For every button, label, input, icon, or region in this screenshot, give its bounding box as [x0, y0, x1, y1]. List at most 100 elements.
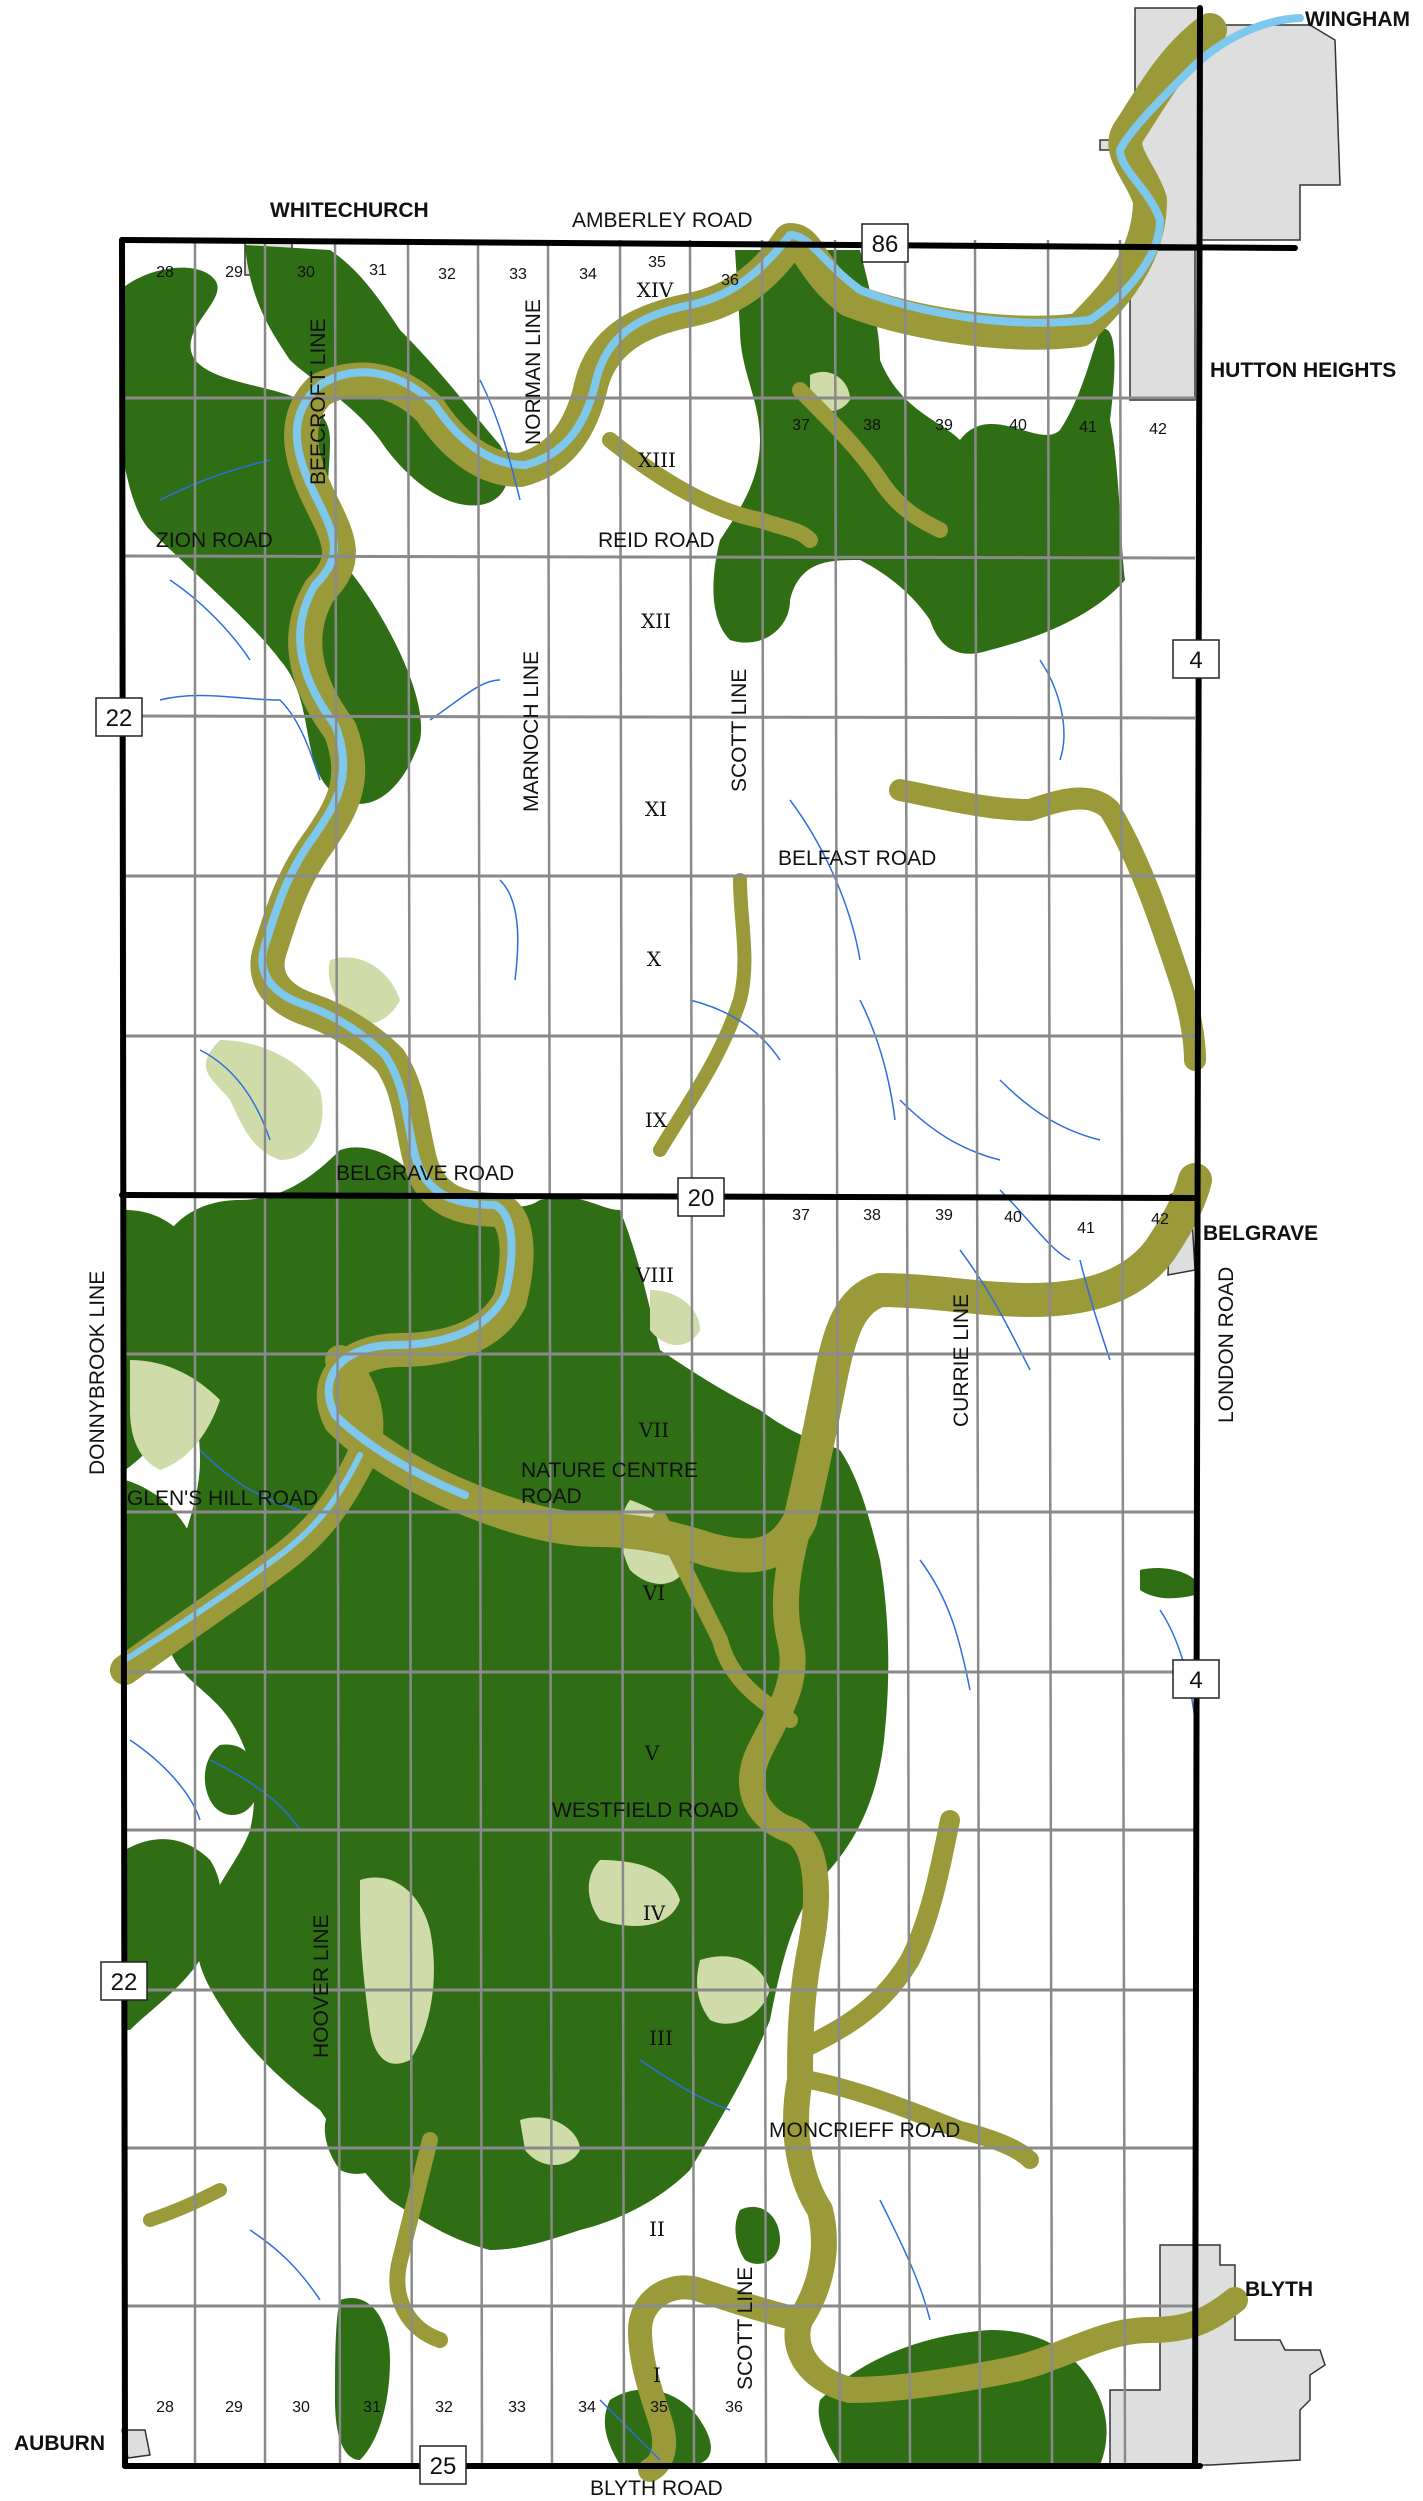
- road-currie: CURRIE LINE: [950, 1294, 973, 1427]
- concession-ix: IX: [645, 1108, 668, 1132]
- shield-25: [419, 2445, 467, 2485]
- river-west-branch: [122, 1452, 363, 1663]
- road-belfast: BELFAST ROAD: [778, 847, 936, 870]
- road-zion: ZION ROAD: [156, 529, 273, 552]
- road-reid: REID ROAD: [598, 529, 715, 552]
- road-blyth: BLYTH ROAD: [590, 2477, 723, 2500]
- concession-iv: IV: [643, 1901, 666, 1925]
- concession-xi: XI: [645, 797, 667, 821]
- lot-number: 33: [508, 2399, 526, 2416]
- stream: [199, 1449, 301, 1511]
- shield-20: [677, 1177, 725, 1217]
- concession-xii: XII: [641, 609, 671, 633]
- shield-4-south-label: 4: [1189, 1667, 1202, 1694]
- road-donnybrook: DONNYBROOK LINE: [86, 1271, 109, 1475]
- valley-belfast: [889, 779, 1206, 1071]
- meadow-central-2: [360, 1877, 434, 2064]
- lot-number: 39: [935, 417, 953, 434]
- lot-number: 31: [369, 262, 387, 279]
- highways: [119, 5, 1298, 2469]
- valley-west-branch: [110, 1345, 384, 1685]
- stream: [999, 1079, 1101, 1141]
- concession-numerals: XIV XIII XII XI X IX VIII VII VI V IV II…: [635, 278, 676, 2387]
- lot-number: 38: [863, 417, 881, 434]
- stream: [789, 799, 861, 961]
- highway-amberley: [119, 237, 1298, 251]
- shield-86-label: 86: [872, 231, 899, 258]
- place-belgrave: BELGRAVE: [1203, 1222, 1318, 1245]
- shield-4-south: [1172, 1659, 1220, 1699]
- forest-hoover: [324, 2107, 390, 2174]
- valley-south-west-creek: [389, 2132, 448, 2348]
- lot-number: 40: [1004, 1209, 1022, 1226]
- lot-number: 29: [225, 264, 243, 281]
- road-scott-north: SCOTT LINE: [728, 669, 751, 792]
- valley-southcentral-spur: [652, 1512, 798, 1728]
- stream: [919, 1559, 971, 1691]
- lot-line: [760, 239, 768, 2466]
- lot-number: 38: [863, 1207, 881, 1224]
- lot-line: [618, 239, 626, 2466]
- lot-number: 39: [935, 1207, 953, 1224]
- road-norman: NORMAN LINE: [522, 299, 545, 445]
- forest-east-small: [1140, 1568, 1195, 1599]
- forest-south-strip: [335, 2298, 390, 2460]
- concession-road: [122, 714, 1196, 720]
- stream: [1079, 1259, 1111, 1361]
- valley-scott-creek: [653, 873, 752, 1157]
- place-wingham: WINGHAM: [1305, 8, 1410, 31]
- place-whitechurch: WHITECHURCH: [270, 199, 429, 222]
- stream: [159, 694, 321, 781]
- shield-4-north-label: 4: [1189, 647, 1202, 674]
- road-beecroft: BEECROFT LINE: [307, 319, 330, 485]
- lot-number: 31: [363, 2399, 381, 2416]
- concession-v: V: [644, 1741, 660, 1765]
- stream: [689, 999, 781, 1061]
- road-moncrieff: MONCRIEFF ROAD: [769, 2119, 960, 2142]
- meadow-glen: [130, 1360, 220, 1470]
- shield-22-north-label: 22: [106, 705, 133, 732]
- concession-i: I: [653, 2363, 661, 2387]
- lot-number: 42: [1151, 1211, 1169, 1228]
- lot-number: 37: [792, 417, 810, 434]
- river-maitland: [258, 14, 1304, 1499]
- lot-number: 28: [156, 264, 174, 281]
- road-london: LONDON ROAD: [1215, 1267, 1238, 1423]
- meadow-south-1: [520, 2117, 580, 2165]
- stream: [639, 2059, 731, 2111]
- lot-number: 36: [725, 2399, 743, 2416]
- shield-86: [861, 223, 909, 263]
- valley-south-loop: [628, 2275, 812, 2482]
- lot-number: 35: [648, 254, 666, 271]
- meadow-central-3: [588, 1860, 680, 1926]
- rivers: [122, 14, 1304, 1663]
- highway-belgrave-road: [119, 1192, 1198, 1201]
- lot-number: 33: [509, 266, 527, 283]
- lot-number: 29: [225, 2399, 243, 2416]
- stream: [429, 679, 501, 721]
- stream: [599, 2399, 661, 2461]
- road-nature-centre-1: NATURE CENTRE: [521, 1459, 698, 1482]
- shield-22-south: [100, 1961, 148, 2001]
- concession-xiii: XIII: [638, 448, 676, 472]
- concession-road: [122, 554, 1196, 560]
- lot-numbers-top: 28 29 30 31 32 33 34 35 36: [156, 254, 739, 289]
- stream: [1039, 659, 1065, 761]
- lot-line: [973, 239, 982, 2466]
- lot-line: [903, 239, 912, 2466]
- lot-line: [333, 239, 342, 2466]
- highway-london-road: [1192, 5, 1203, 2469]
- lot-number: 41: [1077, 1220, 1095, 1237]
- lot-line: [688, 239, 696, 2466]
- concession-viii: VIII: [635, 1263, 674, 1287]
- lot-number: 32: [435, 2399, 453, 2416]
- stream: [479, 379, 521, 501]
- highway-donnybrook-west: [119, 237, 128, 2469]
- valley-northeast-creek: [792, 382, 948, 538]
- road-labels: AMBERLEY ROAD ZION ROAD REID ROAD BELFAS…: [127, 209, 960, 2500]
- lot-number: 30: [292, 2399, 310, 2416]
- concession-xiv: XIV: [637, 278, 674, 302]
- stream: [879, 2199, 931, 2321]
- concession-iii: III: [649, 2026, 673, 2050]
